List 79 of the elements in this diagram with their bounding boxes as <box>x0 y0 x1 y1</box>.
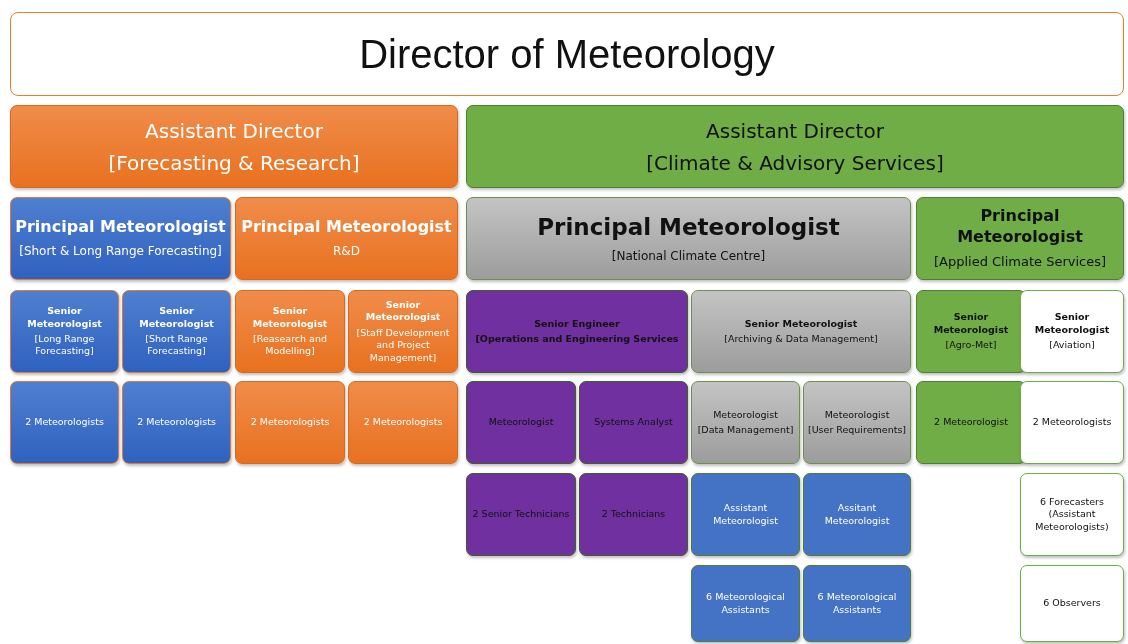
position-title: 6 Observers <box>1043 597 1101 610</box>
unit-name: [Operations and Engineering Services <box>475 333 679 346</box>
position-title: Senior Meteorologist <box>1033 311 1111 337</box>
unit-name: [User Requirements] <box>807 424 907 437</box>
position-title: Senior Meteorologist <box>26 305 103 330</box>
position-title: Senior Meteorologist <box>364 299 442 324</box>
unit-name: [Reasearch and Modelling] <box>252 333 328 358</box>
position-box <box>579 381 688 464</box>
position-box <box>466 290 688 373</box>
position-box <box>235 290 345 373</box>
position-box <box>348 290 458 373</box>
position-box <box>348 381 458 464</box>
position-title: Systems Analyst <box>594 416 673 429</box>
position-box <box>466 381 576 464</box>
unit-name: [Climate & Advisory Services] <box>646 149 944 176</box>
unit-name: [National Climate Centre] <box>611 248 766 265</box>
unit-name: [Applied Climate Services] <box>933 253 1107 271</box>
unit-name: R&D <box>333 244 360 260</box>
position-box <box>691 473 800 556</box>
position-title: 2 Senior Technicians <box>472 508 570 521</box>
position-title: 6 Meteorological Assistants <box>705 591 786 616</box>
unit-name: [Short & Long Range Forecasting] <box>19 244 222 260</box>
position-title: Senior Meteorologist <box>251 305 329 330</box>
position-title: Meteorologist <box>713 408 778 421</box>
position-title: Assistant Director <box>145 117 323 144</box>
position-box <box>691 290 911 373</box>
position-box <box>1020 565 1124 642</box>
position-box <box>466 473 576 556</box>
position-title: Assistant Director <box>706 117 884 144</box>
position-title: Principal Meteorologist <box>956 206 1084 248</box>
position-title: 2 Meteorologists <box>25 416 104 429</box>
position-box <box>579 473 688 556</box>
position-title: 2 Meteorologists <box>363 416 443 429</box>
unit-name: [Staff Development and Project Management] <box>355 326 451 364</box>
position-title: Principal Meteorologist <box>241 217 452 239</box>
position-title: Principal Meteorologist <box>537 212 840 242</box>
position-title: Senior Meteorologist <box>932 311 1010 337</box>
position-box <box>235 197 458 280</box>
position-box <box>122 290 231 373</box>
position-title: Assitant Meteorologist <box>823 502 891 527</box>
position-title: Meteorologist <box>488 416 554 429</box>
position-box <box>1020 473 1124 556</box>
unit-name: [Data Management] <box>697 424 794 437</box>
position-box <box>10 381 119 464</box>
position-box <box>803 565 911 642</box>
position-title: Senior Engineer <box>534 317 620 330</box>
position-box <box>803 381 911 464</box>
position-title: 2 Meteorologist <box>934 416 1008 429</box>
unit-name: [Long Range Forecasting] <box>33 333 96 358</box>
position-title: 2 Technicians <box>601 508 666 521</box>
position-title: Assistant Meteorologist <box>712 502 779 527</box>
position-box <box>10 105 458 188</box>
position-box <box>466 197 911 280</box>
position-title: Senior Meteorologist <box>138 305 215 330</box>
position-box <box>122 381 231 464</box>
position-box <box>803 473 911 556</box>
position-box <box>10 290 119 373</box>
unit-name: [Agro-Met] <box>945 339 997 352</box>
position-box <box>691 565 800 642</box>
position-title: Meteorologist <box>824 408 890 421</box>
position-title: Principal Meteorologist <box>15 217 226 239</box>
position-title: 6 Meteorological Assistants <box>816 591 898 616</box>
position-title: 6 Forecasters (Assistant Meteorologists) <box>1034 496 1110 533</box>
position-title: 2 Meteorologists <box>1032 416 1112 429</box>
unit-name: [Aviation] <box>1049 339 1095 352</box>
position-box <box>916 197 1124 280</box>
position-box <box>1020 381 1124 464</box>
position-title: 2 Meteorologists <box>137 416 216 429</box>
position-box <box>235 381 345 464</box>
position-box <box>1020 290 1124 373</box>
unit-name: [Forecasting & Research] <box>108 149 360 176</box>
position-box <box>10 197 231 280</box>
position-box <box>691 381 800 464</box>
unit-name: [Short Range Forecasting] <box>144 333 209 358</box>
title: Director of Meteorology <box>10 12 1124 96</box>
position-title: 2 Meteorologists <box>250 416 330 429</box>
position-title: Senior Meteorologist <box>744 317 858 330</box>
position-box <box>466 105 1124 188</box>
unit-name: [Archiving & Data Management] <box>724 333 878 346</box>
